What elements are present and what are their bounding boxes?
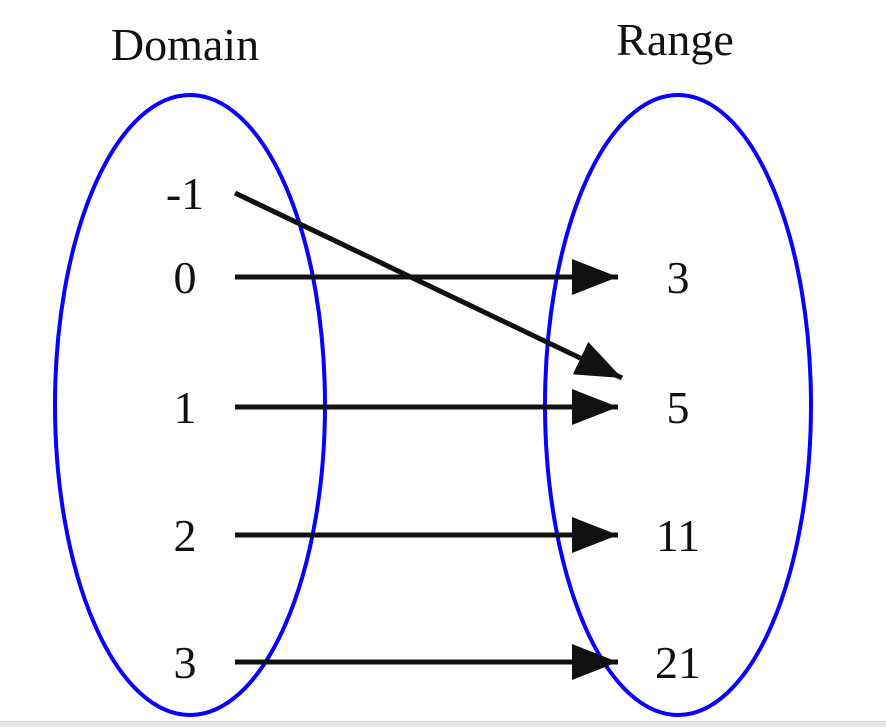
range-value: 21 [655,637,701,688]
domain-value: 2 [174,510,197,561]
domain-value: 1 [174,382,197,433]
domain-value: -1 [166,168,204,219]
bottom-border [0,721,886,727]
domain-value: 3 [174,637,197,688]
range-value: 5 [667,382,690,433]
domain-title: Domain [111,19,259,70]
range-value: 3 [667,252,690,303]
range-value: 11 [656,510,700,561]
domain-value: 0 [174,252,197,303]
mapping-arrow [233,190,624,381]
range-title: Range [616,14,734,65]
